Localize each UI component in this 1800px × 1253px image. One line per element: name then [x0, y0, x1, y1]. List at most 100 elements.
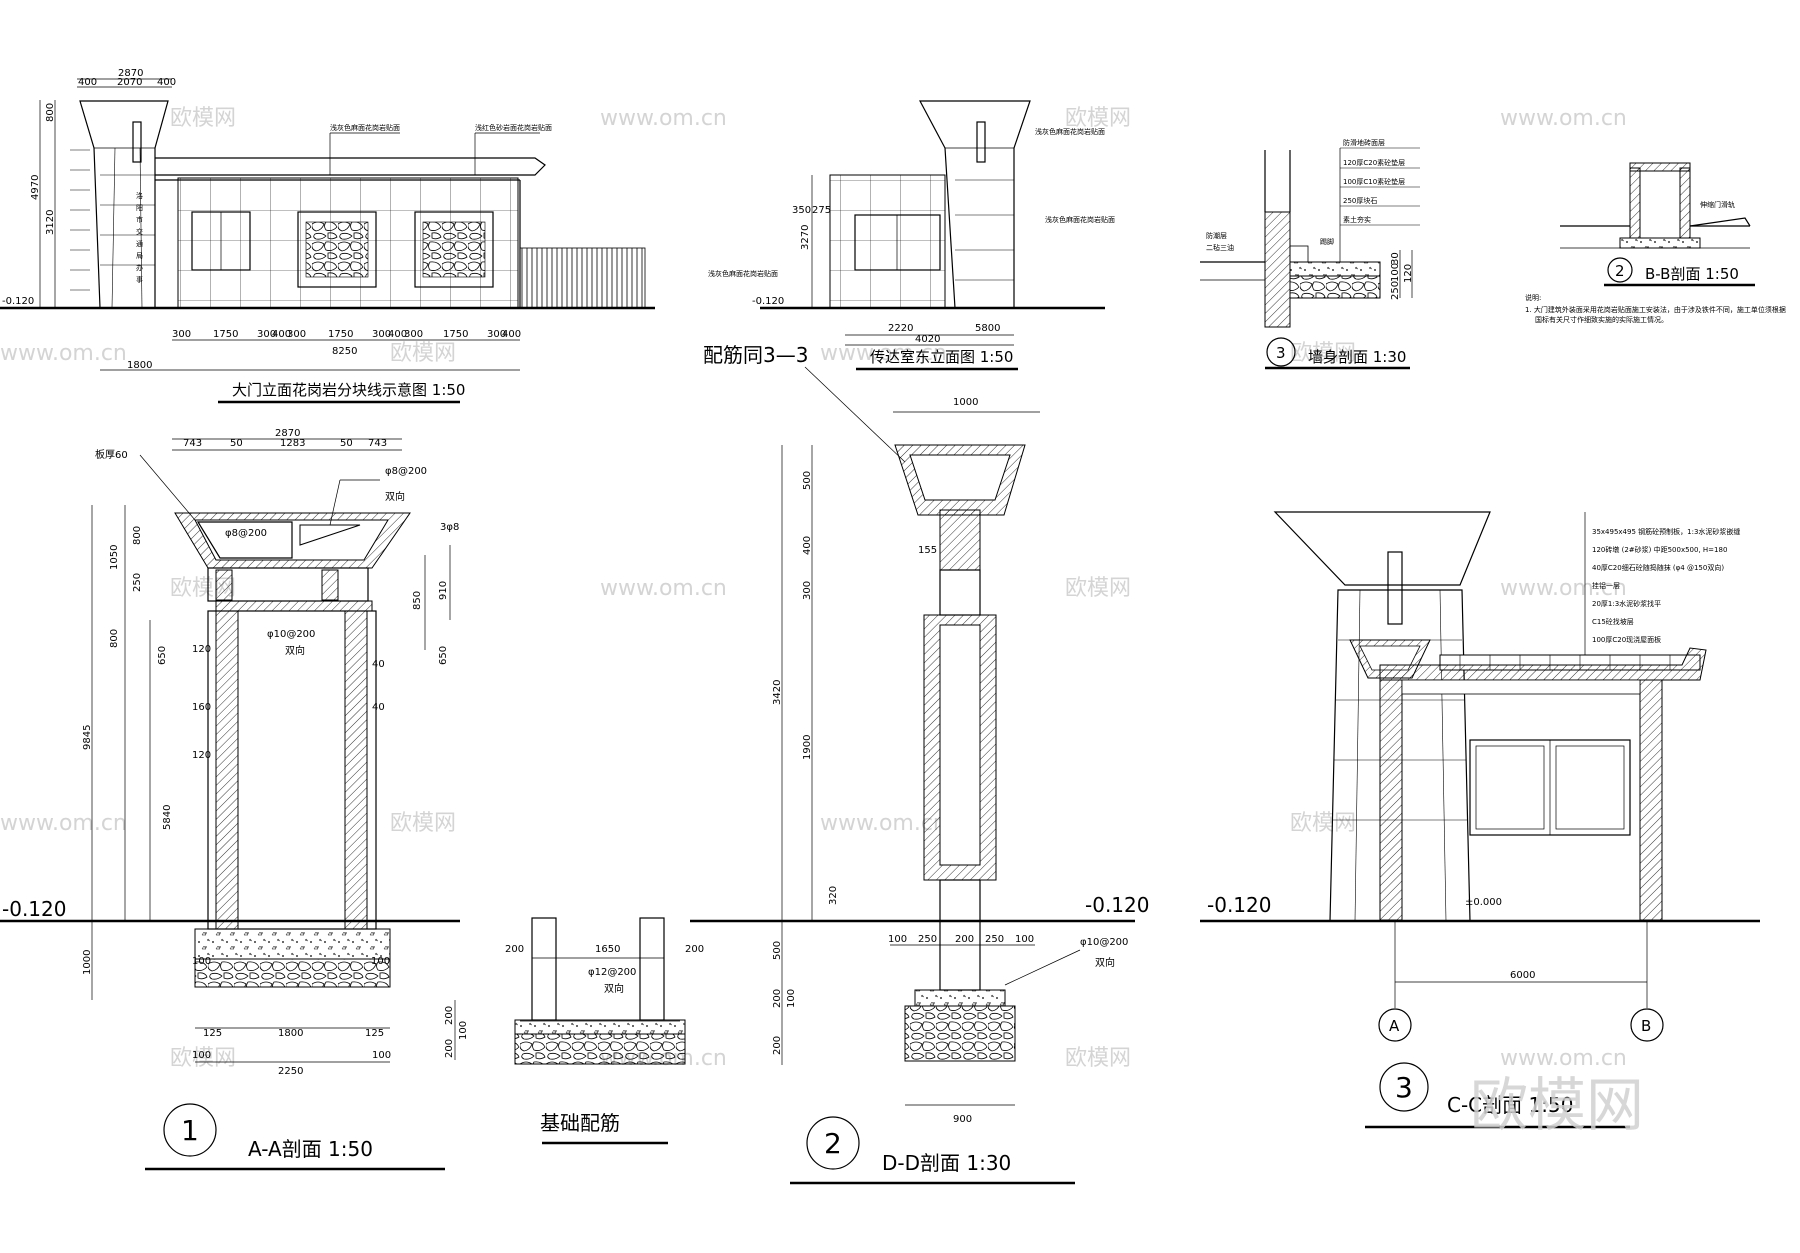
dim: 4970: [30, 175, 41, 200]
dim: 1000: [953, 397, 978, 408]
dd-section: 配筋同3—3 1000 155 -0.120 φ10@200 双向 500 40…: [690, 343, 1149, 1185]
svg-text:通: 通: [136, 239, 143, 248]
dim: 275: [812, 205, 831, 216]
dim: 800: [45, 103, 56, 122]
level-mark: -0.120: [1207, 893, 1271, 917]
dim: 100: [458, 1021, 469, 1040]
dim: 1750: [213, 329, 238, 340]
level-mark: -0.120: [752, 296, 784, 307]
dim: 200: [444, 1006, 455, 1025]
svg-text:局: 局: [136, 252, 143, 260]
watermark-brand: 欧模网: [390, 811, 456, 836]
drawing-title: 大门立面花岗岩分块线示意图 1:50: [232, 381, 465, 399]
dim: 200: [772, 1036, 783, 1055]
dim: 100: [1390, 263, 1401, 282]
svg-text:办: 办: [136, 263, 143, 272]
dim: 400: [802, 536, 813, 555]
drawing-title: 墙身剖面 1:30: [1308, 348, 1406, 366]
dim: 200: [772, 989, 783, 1008]
watermark-brand: 欧模网: [1065, 576, 1131, 601]
dim: 400: [388, 329, 407, 340]
svg-text:阳: 阳: [136, 203, 143, 212]
dim: 650: [438, 646, 449, 665]
dim: 2250: [278, 1066, 303, 1077]
dim: 400: [157, 77, 176, 88]
dim: 6000: [1510, 970, 1535, 981]
level-mark: -0.120: [2, 897, 66, 921]
dim: 120: [192, 750, 211, 761]
note: 伸缩门滑轨: [1700, 200, 1735, 209]
dim: 400: [272, 329, 291, 340]
layer-note: 防滑地砖面层: [1343, 138, 1385, 147]
section-number: 2: [824, 1127, 842, 1160]
pylon-sign: 洛阳市 交通局 办事: [136, 191, 143, 284]
rebar-label: 双向: [604, 982, 624, 995]
dim: 300: [802, 581, 813, 600]
layer-note: 100厚C10素砼垫层: [1343, 177, 1405, 186]
roof-layer: 120砖墩 (2#砂浆) 中距500x500, H=180: [1592, 545, 1727, 554]
dim: 120: [192, 644, 211, 655]
section-number: 3: [1276, 344, 1286, 362]
dim: 250: [132, 573, 143, 592]
dim: 350: [792, 205, 811, 216]
rebar-label: φ8@200: [385, 466, 427, 477]
watermark-url: www.om.cn: [1500, 576, 1627, 601]
dim: 910: [438, 581, 449, 600]
dim: 300: [404, 329, 423, 340]
section-number: 1: [181, 1114, 199, 1147]
rebar-label: φ8@200: [225, 528, 267, 539]
layer-note: 120厚C20素砼垫层: [1343, 158, 1405, 167]
dim: 5800: [975, 323, 1000, 334]
dim: 1900: [802, 735, 813, 760]
roof-layer: 挂铝一层: [1592, 581, 1620, 590]
wall-section: 防滑地砖面层 120厚C20素砼垫层 100厚C10素砼垫层 250厚块石 素土…: [1200, 138, 1420, 370]
dim: 320: [828, 886, 839, 905]
dim: 125: [365, 1028, 384, 1039]
rebar-label: 3φ8: [440, 522, 459, 533]
aa-section: 2870 743 50 1283 50 743 板厚60 φ8@200 φ8@2…: [0, 428, 460, 1171]
drawing-title: A-A剖面 1:50: [248, 1137, 373, 1161]
rebar-label: φ10@200: [1080, 937, 1128, 948]
svg-text:交: 交: [136, 227, 143, 236]
dim: 400: [78, 77, 97, 88]
dim: 40: [372, 659, 385, 670]
label: 防潮层: [1206, 231, 1227, 240]
dim: 100: [371, 956, 390, 967]
dim: 125: [203, 1028, 222, 1039]
watermark-brand: 欧模网: [170, 1046, 236, 1071]
watermark-url: www.om.cn: [1500, 1046, 1627, 1071]
dim: 50: [230, 438, 243, 449]
bb-section: 伸缩门滑轨 2 B-B剖面 1:50 说明: 1. 大门建筑外装面采用花岗岩贴面…: [1525, 162, 1786, 324]
dim: 2870: [275, 428, 300, 439]
dim: 300: [287, 329, 306, 340]
dim: 100: [1015, 934, 1034, 945]
cc-section: -0.120 ±0.000 35x495x495 钢筋砼预制板，1:3水泥砂浆嵌…: [1200, 511, 1760, 1139]
drawing-title: D-D剖面 1:30: [882, 1151, 1011, 1175]
note: 浅灰色麻面花岗岩贴面: [1045, 215, 1115, 224]
dim: 2220: [888, 323, 913, 334]
reference-note: 配筋同3—3: [703, 343, 808, 367]
roof-layer: 100厚C20现浇屋面板: [1592, 635, 1661, 644]
axis-label: B: [1641, 1017, 1651, 1035]
section-number: 3: [1395, 1071, 1413, 1104]
axis-label: A: [1389, 1017, 1400, 1035]
dim: 2070: [117, 77, 142, 88]
dim: 30: [1390, 252, 1401, 265]
rebar-label: 双向: [385, 490, 405, 503]
east-elevation: -0.120 浅灰色麻面花岗岩贴面 浅灰色麻面花岗岩贴面 浅灰色麻面花岗岩贴面 …: [708, 100, 1115, 371]
dim: 300: [257, 329, 276, 340]
dim: 900: [953, 1114, 972, 1125]
watermark-brand: 欧模网: [1290, 341, 1356, 366]
dim: 160: [192, 702, 211, 713]
dim: 250: [918, 934, 937, 945]
rebar-label: φ12@200: [588, 967, 636, 978]
dim: 500: [772, 941, 783, 960]
dim: 1050: [109, 545, 120, 570]
dim: 300: [372, 329, 391, 340]
floor-level: ±0.000: [1465, 897, 1502, 908]
dim: 9845: [82, 725, 93, 750]
dim: 3270: [800, 225, 811, 250]
watermark-url: www.om.cn: [0, 811, 127, 836]
rebar-label: 双向: [1095, 956, 1115, 969]
dim: 8250: [332, 346, 357, 357]
